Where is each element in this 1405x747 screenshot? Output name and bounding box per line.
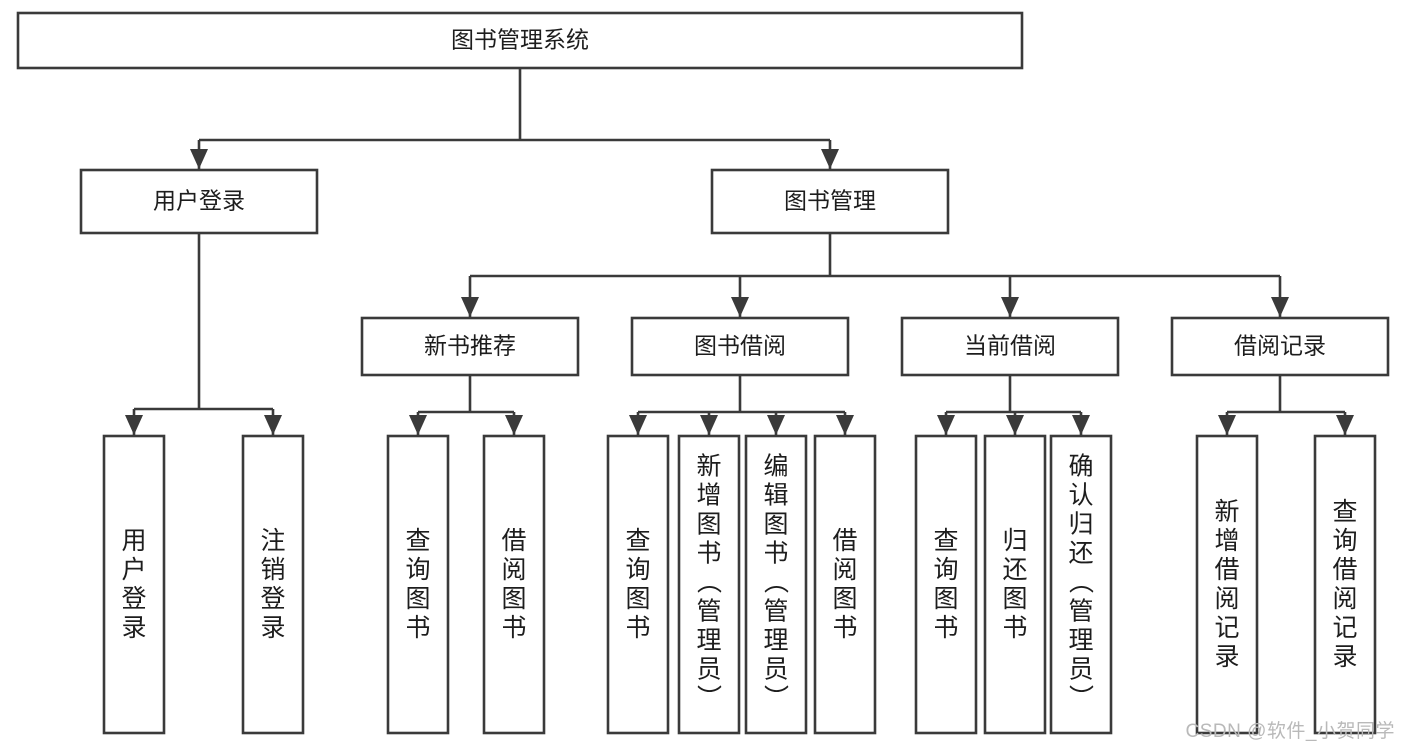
leaf-node-11[interactable]: 新增借阅记录 (1195, 434, 1259, 735)
level2-node-0[interactable]: 新书推荐 (360, 316, 580, 377)
connector-arrowhead (821, 149, 839, 169)
leaf-node-0-rect[interactable] (102, 434, 166, 735)
level2-node-1-label: 图书借阅 (694, 333, 786, 359)
leaf-node-5-rect[interactable] (677, 434, 741, 735)
level1-node-0-label: 用户登录 (153, 188, 245, 214)
leaf-node-5[interactable]: 新增图书（管理员） (677, 434, 741, 735)
leaf-node-2[interactable]: 查询图书 (386, 434, 450, 735)
connector-arrowhead (1072, 415, 1090, 435)
leaf-node-4-rect[interactable] (606, 434, 670, 735)
leaf-node-11-label: 新增借阅记录 (1214, 498, 1239, 671)
leaf-node-0-label: 用户登录 (121, 527, 146, 642)
connector-arrowhead (264, 415, 282, 435)
level1-node-1[interactable]: 图书管理 (710, 168, 950, 235)
root-node[interactable]: 图书管理系统 (16, 11, 1024, 70)
leaf-node-1[interactable]: 注销登录 (241, 434, 305, 735)
leaf-node-1-label: 注销登录 (260, 527, 285, 642)
level2-node-0-label: 新书推荐 (424, 333, 516, 359)
level2-node-3[interactable]: 借阅记录 (1170, 316, 1390, 377)
level2-node-1[interactable]: 图书借阅 (630, 316, 850, 377)
leaf-node-1-rect[interactable] (241, 434, 305, 735)
leaf-node-6-rect[interactable] (744, 434, 808, 735)
leaf-node-7-label: 借阅图书 (832, 527, 857, 642)
leaf-node-4[interactable]: 查询图书 (606, 434, 670, 735)
connector-arrowhead (629, 415, 647, 435)
leaf-node-12[interactable]: 查询借阅记录 (1313, 434, 1377, 735)
connector-arrowhead (505, 415, 523, 435)
level2-node-1-rect[interactable] (630, 316, 850, 377)
leaf-node-2-rect[interactable] (386, 434, 450, 735)
leaf-node-10-rect[interactable] (1049, 434, 1113, 735)
connector-arrowhead (836, 415, 854, 435)
leaf-node-8[interactable]: 查询图书 (914, 434, 978, 735)
leaf-node-2-label: 查询图书 (405, 527, 430, 642)
leaf-node-8-rect[interactable] (914, 434, 978, 735)
connector-arrowhead (461, 297, 479, 317)
connector-arrowhead (1218, 415, 1236, 435)
leaf-node-8-label: 查询图书 (933, 527, 958, 642)
node-layer: 图书管理系统用户登录图书管理新书推荐图书借阅当前借阅借阅记录用户登录注销登录查询… (16, 11, 1390, 735)
leaf-node-4-label: 查询图书 (625, 527, 650, 642)
leaf-node-0[interactable]: 用户登录 (102, 434, 166, 735)
level1-node-1-label: 图书管理 (784, 188, 876, 214)
level1-node-0[interactable]: 用户登录 (79, 168, 319, 235)
leaf-node-9-rect[interactable] (983, 434, 1047, 735)
connector-arrowhead (937, 415, 955, 435)
leaf-node-12-rect[interactable] (1313, 434, 1377, 735)
connector-arrowhead (1271, 297, 1289, 317)
connector-layer (125, 68, 1354, 435)
connector-arrowhead (125, 415, 143, 435)
level2-node-2-label: 当前借阅 (964, 333, 1056, 359)
leaf-node-7[interactable]: 借阅图书 (813, 434, 877, 735)
leaf-node-9-label: 归还图书 (1002, 527, 1027, 642)
leaf-node-12-label: 查询借阅记录 (1332, 498, 1357, 671)
leaf-node-10[interactable]: 确认归还（管理员） (1049, 434, 1113, 735)
connector-arrowhead (1336, 415, 1354, 435)
connector-arrowhead (767, 415, 785, 435)
level1-node-0-rect[interactable] (79, 168, 319, 235)
connector-arrowhead (409, 415, 427, 435)
level2-node-2-rect[interactable] (900, 316, 1120, 377)
connector-arrowhead (1001, 297, 1019, 317)
root-node-label: 图书管理系统 (451, 27, 589, 53)
connector-arrowhead (700, 415, 718, 435)
leaf-node-7-rect[interactable] (813, 434, 877, 735)
leaf-node-11-rect[interactable] (1195, 434, 1259, 735)
leaf-node-9[interactable]: 归还图书 (983, 434, 1047, 735)
leaf-node-10-label: 确认归还（管理员） (1068, 453, 1094, 713)
leaf-node-3-rect[interactable] (482, 434, 546, 735)
leaf-node-3-label: 借阅图书 (501, 527, 526, 642)
root-node-rect[interactable] (16, 11, 1024, 70)
connector-arrowhead (731, 297, 749, 317)
level2-node-0-rect[interactable] (360, 316, 580, 377)
connector-arrowhead (1006, 415, 1024, 435)
leaf-node-6-label: 编辑图书（管理员） (763, 453, 789, 713)
level1-node-1-rect[interactable] (710, 168, 950, 235)
leaf-node-5-label: 新增图书（管理员） (696, 453, 722, 713)
leaf-node-6[interactable]: 编辑图书（管理员） (744, 434, 808, 735)
connector-arrowhead (190, 149, 208, 169)
level2-node-3-label: 借阅记录 (1234, 333, 1326, 359)
level2-node-3-rect[interactable] (1170, 316, 1390, 377)
leaf-node-3[interactable]: 借阅图书 (482, 434, 546, 735)
level2-node-2[interactable]: 当前借阅 (900, 316, 1120, 377)
